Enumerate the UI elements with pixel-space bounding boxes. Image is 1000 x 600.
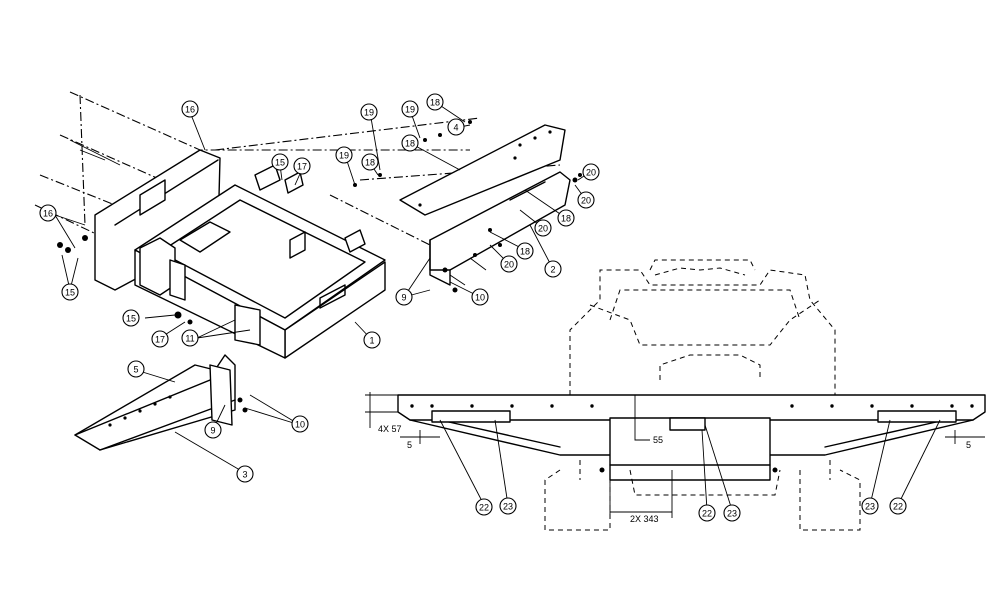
callout-balloon: 18 — [361, 153, 379, 171]
callout-number: 15 — [126, 314, 136, 324]
callout-balloon: 19 — [335, 146, 353, 164]
callout-balloon: 15 — [122, 309, 140, 327]
callout-number: 23 — [865, 502, 875, 512]
callout-balloon: 10 — [471, 288, 489, 306]
callout-number: 23 — [503, 502, 513, 512]
frame-assembly-view — [34, 91, 591, 474]
callout-balloon: 11 — [181, 329, 199, 347]
callout-number: 17 — [297, 162, 307, 172]
callout-number: 3 — [242, 470, 247, 480]
dimension-spacing: 2X 343 — [630, 514, 659, 524]
callout-number: 9 — [401, 293, 406, 303]
callout-number: 22 — [893, 502, 903, 512]
callout-balloon: 20 — [500, 255, 518, 273]
callout-balloon: 20 — [577, 191, 595, 209]
callout-balloon: 18 — [516, 242, 534, 260]
callout-number: 18 — [430, 98, 440, 108]
dimension-edge-right: 5 — [966, 440, 971, 450]
callout-balloon: 2 — [544, 260, 562, 278]
callout-number: 20 — [586, 168, 596, 178]
callout-number: 1 — [369, 336, 374, 346]
callout-balloon: 22 — [889, 497, 907, 515]
callout-number: 4 — [453, 123, 458, 133]
callout-number: 23 — [727, 509, 737, 519]
callout-balloon: 15 — [271, 153, 289, 171]
callout-number: 15 — [65, 288, 75, 298]
callout-balloon: 10 — [291, 415, 309, 433]
callout-balloon: 18 — [401, 134, 419, 152]
callout-balloon: 5 — [127, 360, 145, 378]
callout-number: 18 — [405, 139, 415, 149]
callout-balloon: 23 — [723, 504, 741, 522]
callout-number: 19 — [339, 151, 349, 161]
callout-balloon: 19 — [401, 100, 419, 118]
callout-number: 19 — [364, 108, 374, 118]
callout-number: 18 — [520, 247, 530, 257]
dimension-height-4x: 4X 57 — [378, 424, 402, 434]
callout-balloon: 15 — [61, 283, 79, 301]
callout-number: 2 — [550, 265, 555, 275]
callout-number: 20 — [581, 196, 591, 206]
callout-balloon: 20 — [534, 219, 552, 237]
callout-number: 20 — [538, 224, 548, 234]
callout-number: 22 — [479, 503, 489, 513]
callout-balloon: 9 — [395, 288, 413, 306]
callout-number: 9 — [210, 426, 215, 436]
callout-balloon: 1 — [363, 331, 381, 349]
callout-number: 15 — [275, 158, 285, 168]
callout-balloon: 16 — [39, 204, 57, 222]
callout-number: 22 — [702, 509, 712, 519]
callout-number: 16 — [43, 209, 53, 219]
callout-balloon: 20 — [582, 163, 600, 181]
callout-balloon: 18 — [557, 209, 575, 227]
callout-balloon: 23 — [861, 497, 879, 515]
callout-number: 18 — [561, 214, 571, 224]
callout-number: 19 — [405, 105, 415, 115]
callout-balloon: 19 — [360, 103, 378, 121]
callout-balloon: 17 — [293, 157, 311, 175]
callout-balloon: 17 — [151, 330, 169, 348]
callout-balloon: 4 — [447, 118, 465, 136]
callout-number: 5 — [133, 365, 138, 375]
callout-number: 16 — [185, 105, 195, 115]
callout-balloon: 18 — [426, 93, 444, 111]
front-view — [365, 259, 986, 531]
callout-balloon: 23 — [499, 497, 517, 515]
callout-number: 10 — [475, 293, 485, 303]
callout-number: 17 — [155, 335, 165, 345]
callout-number: 10 — [295, 420, 305, 430]
callout-number: 11 — [185, 334, 194, 344]
dimension-edge-left: 5 — [407, 440, 412, 450]
callout-balloon: 16 — [181, 100, 199, 118]
callout-number: 20 — [504, 260, 514, 270]
callout-balloon: 22 — [698, 504, 716, 522]
callout-balloon: 22 — [475, 498, 493, 516]
callout-balloon: 9 — [204, 421, 222, 439]
dimension-center-drop: 55 — [653, 435, 663, 445]
callout-number: 18 — [365, 158, 375, 168]
callout-balloon: 3 — [236, 465, 254, 483]
